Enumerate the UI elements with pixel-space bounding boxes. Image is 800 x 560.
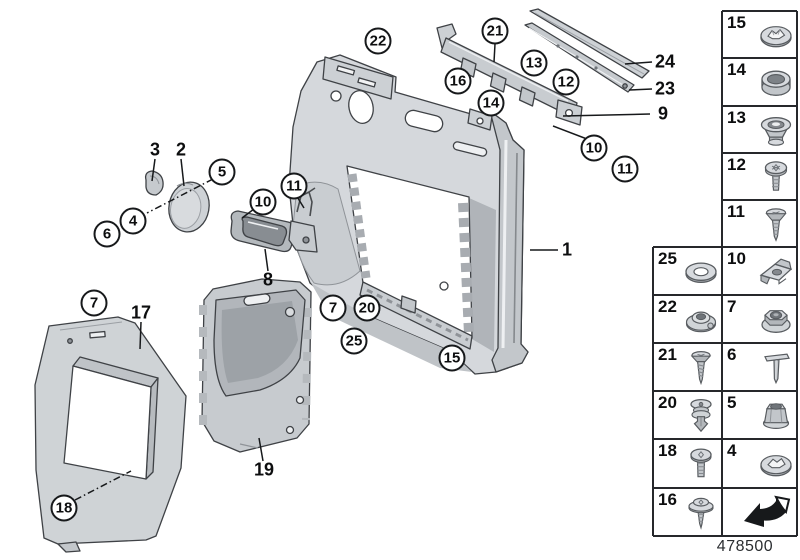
callout-13[interactable]: 13 xyxy=(520,49,548,77)
diagram-doc-number: 478500 xyxy=(716,538,774,555)
trim-frame-part xyxy=(34,316,187,553)
door-handle-part xyxy=(230,210,318,253)
flanged-grommet-icon xyxy=(681,300,721,340)
legend-cell-13[interactable]: 13 xyxy=(723,107,796,152)
door-panel-part xyxy=(288,54,529,375)
legend-part-number: 20 xyxy=(658,393,677,412)
callout-7-left[interactable]: 7 xyxy=(80,289,108,317)
legend-cell-arrow[interactable] xyxy=(723,489,796,535)
legend-cell-6[interactable]: 6 xyxy=(723,344,796,390)
legend-cell-22[interactable]: 22 xyxy=(654,296,721,342)
label-9[interactable]: 9 xyxy=(657,103,669,124)
expansion-rivet-icon xyxy=(681,396,721,436)
legend-part-number: 4 xyxy=(727,441,737,460)
label-17[interactable]: 17 xyxy=(130,302,152,323)
callout-11-left[interactable]: 11 xyxy=(280,172,308,200)
legend-part-number: 21 xyxy=(658,345,677,364)
legend-part-number: 10 xyxy=(727,249,746,268)
cover-cap-part xyxy=(144,170,164,196)
countersunk-tapping-screw-icon xyxy=(681,348,721,388)
legend-part-number: 13 xyxy=(727,108,746,127)
oval-cover-part xyxy=(168,181,210,233)
callout-18[interactable]: 18 xyxy=(50,494,78,522)
legend-part-number: 7 xyxy=(727,297,737,316)
legend-cell-18[interactable]: 18 xyxy=(654,440,721,487)
label-3[interactable]: 3 xyxy=(149,139,161,160)
pan-head-tapping-screw-icon xyxy=(681,445,721,485)
flange-hex-nut-icon xyxy=(756,300,796,340)
callout-6[interactable]: 6 xyxy=(93,220,121,248)
lock-washer-icon xyxy=(756,16,796,56)
callout-14[interactable]: 14 xyxy=(477,89,505,117)
label-1[interactable]: 1 xyxy=(561,239,573,260)
label-24[interactable]: 24 xyxy=(654,51,676,72)
legend-cell-14[interactable]: 14 xyxy=(723,59,796,105)
direction-arrow-icon xyxy=(741,492,793,532)
callout-10-right[interactable]: 10 xyxy=(580,134,608,162)
legend-part-number: 22 xyxy=(658,297,677,316)
funnel-grommet-icon xyxy=(756,111,796,151)
legend-cell-16[interactable]: 16 xyxy=(654,489,721,535)
hex-collar-nut-icon xyxy=(756,396,796,436)
flat-washer-icon xyxy=(681,252,721,292)
grommet-ring-icon xyxy=(756,63,796,103)
legend-cell-20[interactable]: 20 xyxy=(654,392,721,438)
handle-spring-part xyxy=(296,187,316,217)
legend-cell-10[interactable]: 10 xyxy=(723,248,796,294)
legend-cell-25[interactable]: 25 xyxy=(654,248,721,294)
legend-part-number: 25 xyxy=(658,249,677,268)
legend-cell-5[interactable]: 5 xyxy=(723,392,796,438)
legend-part-number: 12 xyxy=(727,155,746,174)
legend-part-number: 16 xyxy=(658,490,677,509)
callout-4[interactable]: 4 xyxy=(119,207,147,235)
conical-lock-washer-icon xyxy=(756,445,796,485)
legend-cell-15[interactable]: 15 xyxy=(723,12,796,57)
legend-cell-4[interactable]: 4 xyxy=(723,440,796,487)
callout-16[interactable]: 16 xyxy=(444,67,472,95)
callout-7-center[interactable]: 7 xyxy=(319,294,347,322)
callout-22[interactable]: 22 xyxy=(364,27,392,55)
washer-head-screw-icon xyxy=(681,493,721,533)
callout-10-left[interactable]: 10 xyxy=(249,188,277,216)
label-23[interactable]: 23 xyxy=(654,78,676,99)
callout-5[interactable]: 5 xyxy=(208,158,236,186)
legend-cell-7[interactable]: 7 xyxy=(723,296,796,342)
callout-20[interactable]: 20 xyxy=(353,294,381,322)
legend-cell-21[interactable]: 21 xyxy=(654,344,721,390)
callout-15[interactable]: 15 xyxy=(438,344,466,372)
label-2[interactable]: 2 xyxy=(175,139,187,160)
storage-bin-part xyxy=(199,278,312,453)
callout-11-right[interactable]: 11 xyxy=(611,155,639,183)
legend-part-number: 14 xyxy=(727,60,746,79)
trim-strip-23-part xyxy=(524,22,635,93)
label-8[interactable]: 8 xyxy=(262,269,274,290)
legend-part-number: 11 xyxy=(727,202,745,221)
legend-cell-12[interactable]: 12 xyxy=(723,154,796,199)
t-head-pin-icon xyxy=(756,348,796,388)
pan-head-screw-icon xyxy=(756,158,796,198)
legend-part-number: 15 xyxy=(727,13,746,32)
countersunk-screw-icon xyxy=(756,205,796,245)
legend-part-number: 18 xyxy=(658,441,677,460)
legend-part-number: 6 xyxy=(727,345,737,364)
clip-nut-icon xyxy=(756,252,796,292)
label-19[interactable]: 19 xyxy=(253,459,275,480)
callout-12[interactable]: 12 xyxy=(552,68,580,96)
callout-21[interactable]: 21 xyxy=(481,17,509,45)
callout-25[interactable]: 25 xyxy=(340,327,368,355)
legend-cell-11[interactable]: 11 xyxy=(723,201,796,246)
legend-part-number: 5 xyxy=(727,393,737,412)
exploded-view-art xyxy=(34,8,653,553)
